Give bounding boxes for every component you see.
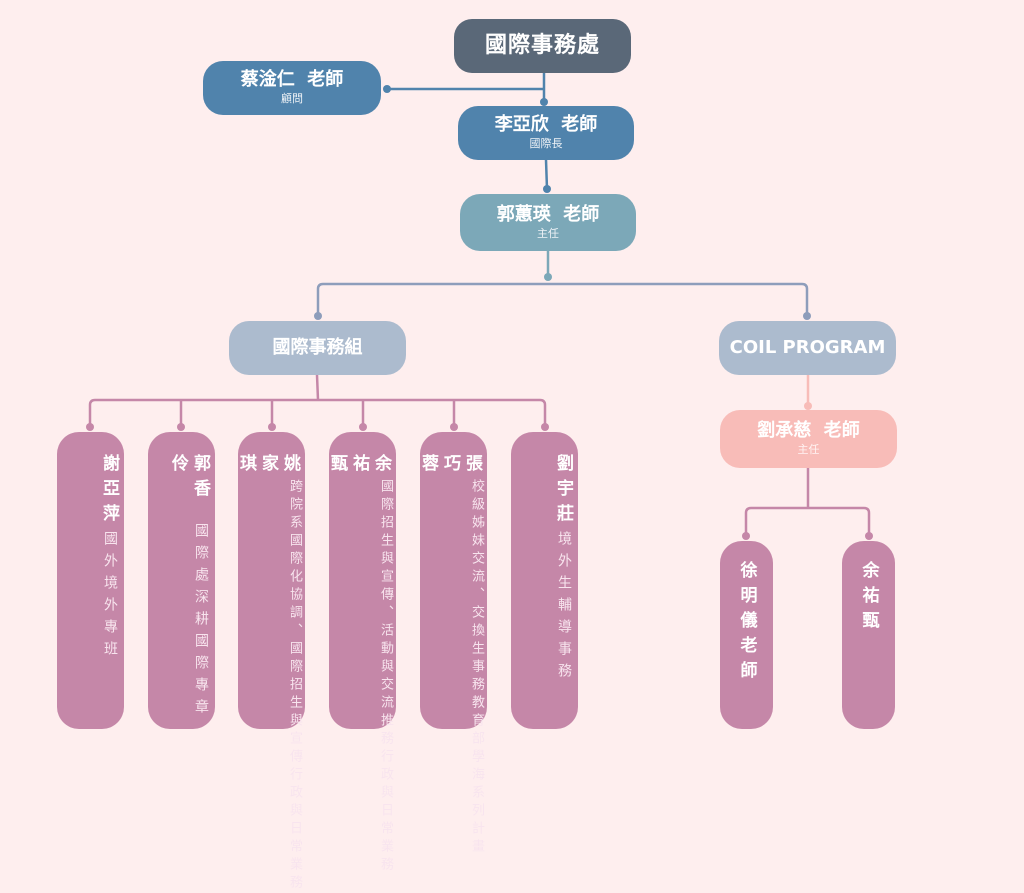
director-name: 李亞欣 老師 — [494, 114, 598, 135]
advisor-role: 顧問 — [281, 92, 303, 105]
connector-intl-down — [315, 374, 320, 401]
connector-chief-groups — [316, 282, 809, 316]
staff-card[interactable]: 張巧蓉 校級姊妹交流、交換生事務 教育部學海系列計畫 — [418, 432, 487, 857]
staff-name: 謝亞萍 — [99, 454, 119, 529]
connector-lines — [86, 73, 873, 540]
root-title: 國際事務處 — [484, 33, 600, 58]
staff-card[interactable]: 劉宇莊 境外生輔導事務 — [511, 432, 578, 729]
connector-dot — [544, 273, 552, 281]
connector-dot — [540, 98, 548, 106]
staff-card[interactable]: 余祐甄 國際招生與宣傳、活動與交流推務 行政與日常業務 — [327, 432, 396, 875]
staff-duty: 行政與日常業務 — [287, 767, 302, 893]
connector-dot — [383, 85, 391, 93]
director-node[interactable]: 李亞欣 老師 國際長 — [458, 106, 634, 160]
connector-dot — [865, 532, 873, 540]
connector-director-chief — [544, 159, 549, 190]
staff-card[interactable]: 謝亞萍 國外境外專班 — [57, 432, 124, 729]
staff-name: 劉宇莊 — [553, 454, 573, 529]
connector-dot — [314, 312, 322, 320]
connector-root-director — [387, 73, 546, 102]
coil-head-name: 劉承慈 老師 — [757, 420, 860, 441]
staff-name: 郭香伶 — [168, 454, 210, 504]
staff-duty: 國際處深耕國際專章 — [193, 523, 209, 721]
staff-name: 張巧蓉 — [418, 454, 482, 479]
connector-dot — [803, 312, 811, 320]
connector-dots-intl — [86, 423, 549, 431]
staff-duty: 校級姊妹交流、交換生事務 — [469, 479, 484, 695]
director-role: 國際長 — [529, 137, 563, 150]
staff-duty: 國外境外專班 — [102, 531, 118, 663]
root-node[interactable]: 國際事務處 — [454, 19, 631, 73]
coil-staff-name: 徐明儀老師 — [736, 561, 757, 686]
chief-role: 主任 — [537, 226, 559, 240]
staff-name: 姚家琪 — [236, 454, 300, 479]
staff-duty: 跨院系國際化協調、國際招生與宣傳 — [287, 479, 302, 767]
staff-name: 余祐甄 — [327, 454, 391, 479]
staff-duty: 國際招生與宣傳、活動與交流推務 — [378, 479, 393, 749]
connector-dot — [543, 185, 551, 193]
connector-dot — [804, 402, 812, 410]
coil-head-role: 主任 — [797, 443, 820, 456]
group-coil-title: COIL PROGRAM — [729, 337, 886, 358]
staff-card[interactable]: 郭香伶 國際處深耕國際專章 — [148, 432, 215, 729]
advisor-node[interactable]: 蔡淦仁 老師 顧問 — [203, 61, 381, 115]
staff-card[interactable]: 姚家琪 跨院系國際化協調、國際招生與宣傳 行政與日常業務 — [236, 432, 305, 893]
staff-duty: 境外生輔導事務 — [556, 531, 572, 685]
connector-coil-staff — [744, 468, 871, 536]
coil-staff-card[interactable]: 余祐甄 — [842, 541, 895, 729]
advisor-name: 蔡淦仁 老師 — [240, 69, 344, 90]
group-coil-program[interactable]: COIL PROGRAM — [719, 321, 896, 375]
connector-dot — [742, 532, 750, 540]
coil-staff-name: 余祐甄 — [858, 561, 879, 636]
coil-head-node[interactable]: 劉承慈 老師 主任 — [720, 410, 897, 468]
chief-name: 郭蕙瑛 老師 — [496, 203, 600, 225]
connector-intl-staff — [88, 398, 547, 427]
group-intl-title: 國際事務組 — [272, 337, 363, 358]
coil-staff-card[interactable]: 徐明儀老師 — [720, 541, 773, 729]
group-intl-affairs[interactable]: 國際事務組 — [229, 321, 406, 375]
staff-duty: 教育部學海系列計畫 — [469, 695, 484, 857]
chief-node[interactable]: 郭蕙瑛 老師 主任 — [460, 194, 636, 251]
